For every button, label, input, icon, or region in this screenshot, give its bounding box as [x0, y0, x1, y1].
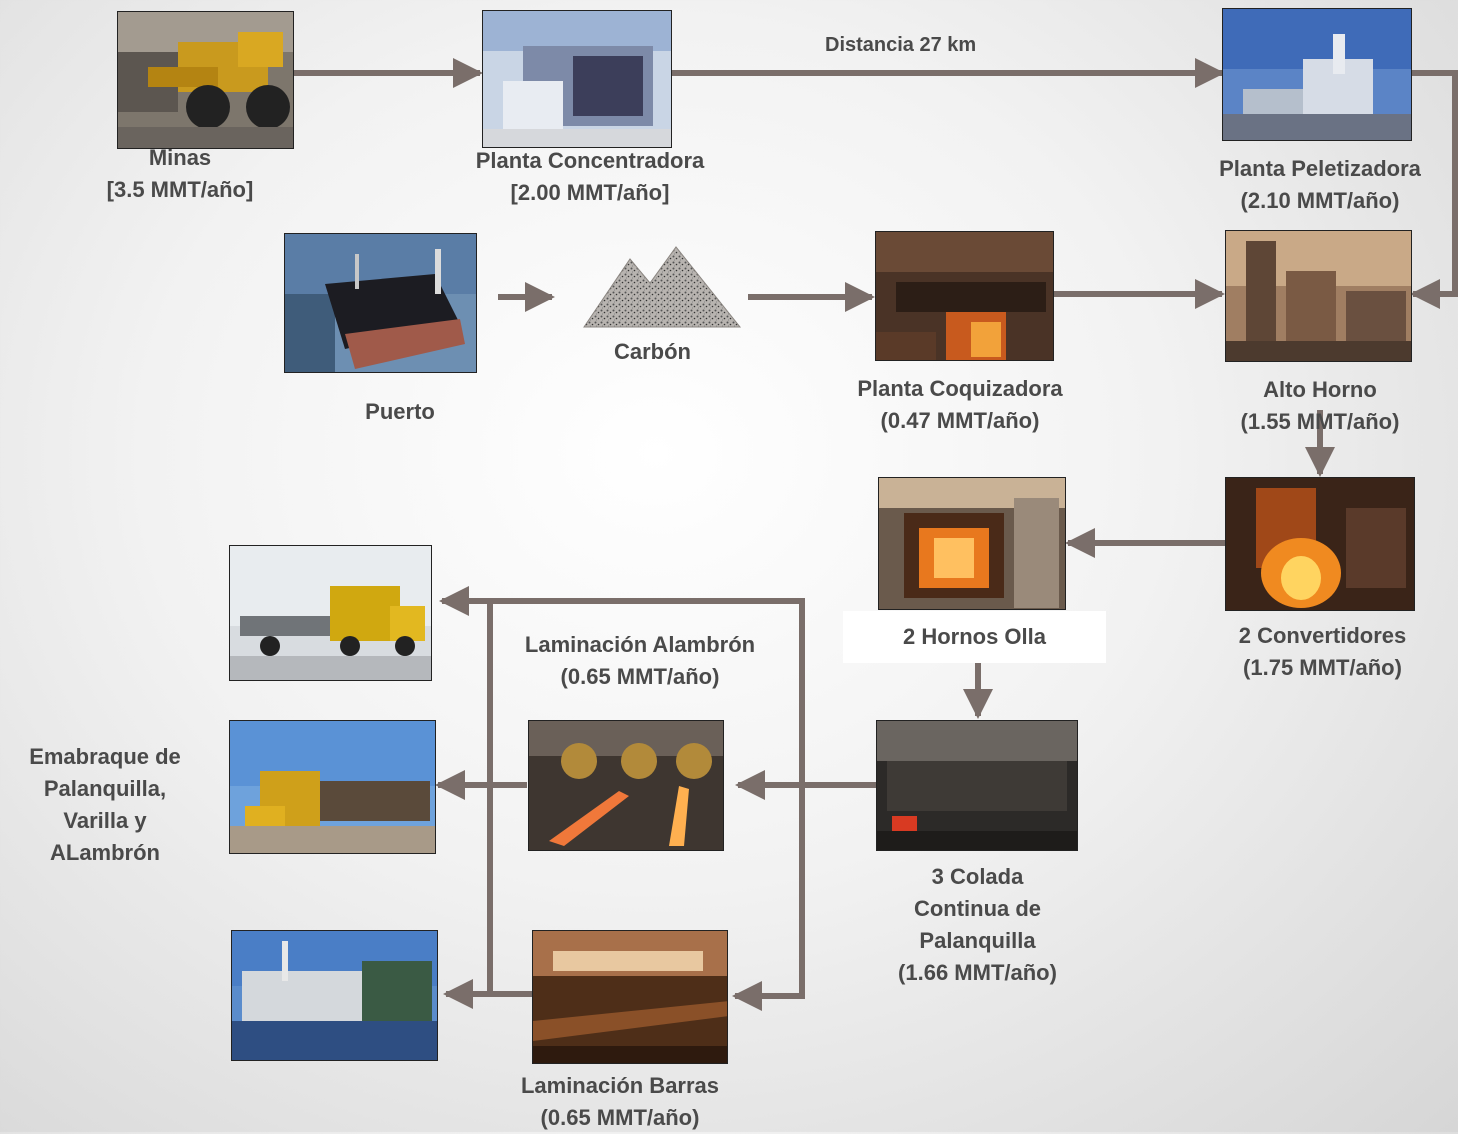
- lam-alambron-name: Laminación Alambrón: [524, 632, 756, 657]
- embarque-line3: Varilla y: [63, 808, 147, 833]
- lam-barras-photo: [532, 930, 728, 1064]
- lam-barras-capacity: (0.65 MMT/año): [540, 1105, 700, 1130]
- embarque-line1: Emabraque de: [29, 744, 181, 769]
- concentradora-photo: [482, 10, 672, 148]
- distance-label: Distancia 27 km: [825, 34, 977, 56]
- coquizadora-capacity: (0.47 MMT/año): [880, 408, 1040, 433]
- peletizadora-name: Planta Peletizadora: [1219, 156, 1421, 181]
- lam-alambron-label: Laminación Alambrón (0.65 MMT/año): [490, 629, 790, 693]
- peletizadora-label: Planta Peletizadora (2.10 MMT/año): [1195, 153, 1445, 217]
- arrow-network-to-port: [443, 601, 493, 1009]
- coquizadora-name: Planta Coquizadora: [857, 376, 1063, 401]
- colada-line3: Palanquilla: [919, 928, 1036, 953]
- convertidores-name: 2 Convertidores: [1238, 623, 1407, 648]
- embarque-label: Emabraque de Palanquilla, Varilla y ALam…: [0, 741, 210, 869]
- colada-capacity: (1.66 MMT/año): [898, 960, 1057, 985]
- coquizadora-photo: [875, 231, 1054, 361]
- puerto-photo: [284, 233, 477, 373]
- lam-barras-label: Laminación Barras (0.65 MMT/año): [480, 1070, 760, 1134]
- port-ship-photo: [231, 930, 438, 1061]
- embarque-line4: ALambrón: [50, 840, 160, 865]
- arrow-peletizadora-altohorno: [1410, 70, 1458, 309]
- minas-name: Minas: [148, 145, 212, 170]
- minas-capacity: [3.5 MMT/año]: [106, 177, 254, 202]
- concentradora-label: Planta Concentradora [2.00 MMT/año]: [440, 145, 740, 209]
- hornos-olla-label: 2 Hornos Olla: [843, 611, 1106, 663]
- alto-horno-photo: [1225, 230, 1412, 362]
- puerto-name: Puerto: [365, 399, 435, 424]
- lam-alambron-capacity: (0.65 MMT/año): [560, 664, 720, 689]
- minas-label: Minas [3.5 MMT/año]: [80, 142, 280, 206]
- truck-photo: [229, 545, 432, 681]
- arrow-network-to-barras: [732, 820, 805, 1011]
- colada-line1: 3 Colada: [931, 864, 1024, 889]
- alto-horno-capacity: (1.55 MMT/año): [1240, 409, 1400, 434]
- coquizadora-label: Planta Coquizadora (0.47 MMT/año): [820, 373, 1100, 437]
- convertidores-capacity: (1.75 MMT/año): [1243, 655, 1402, 680]
- hornos-olla-name: 2 Hornos Olla: [902, 624, 1047, 649]
- concentradora-capacity: [2.00 MMT/año]: [510, 180, 670, 205]
- convertidores-photo: [1225, 477, 1415, 611]
- colada-photo: [876, 720, 1078, 851]
- carbon-pile: [583, 246, 742, 328]
- alto-horno-name: Alto Horno: [1263, 377, 1377, 402]
- colada-label: 3 Colada Continua de Palanquilla (1.66 M…: [870, 861, 1085, 989]
- alto-horno-label: Alto Horno (1.55 MMT/año): [1215, 374, 1425, 438]
- embarque-line2: Palanquilla,: [43, 776, 167, 801]
- carbon-name: Carbón: [614, 339, 691, 364]
- lam-alambron-photo: [528, 720, 724, 851]
- concentradora-name: Planta Concentradora: [475, 148, 705, 173]
- carbon-label: Carbón: [570, 336, 735, 368]
- minas-photo: [117, 11, 294, 149]
- colada-line2: Continua de: [913, 896, 1042, 921]
- convertidores-label: 2 Convertidores (1.75 MMT/año): [1215, 620, 1430, 684]
- lam-barras-name: Laminación Barras: [520, 1073, 720, 1098]
- puerto-label: Puerto: [300, 396, 500, 428]
- train-photo: [229, 720, 436, 854]
- hornos-olla-photo: [878, 477, 1066, 610]
- peletizadora-photo: [1222, 8, 1412, 141]
- peletizadora-capacity: (2.10 MMT/año): [1240, 188, 1400, 213]
